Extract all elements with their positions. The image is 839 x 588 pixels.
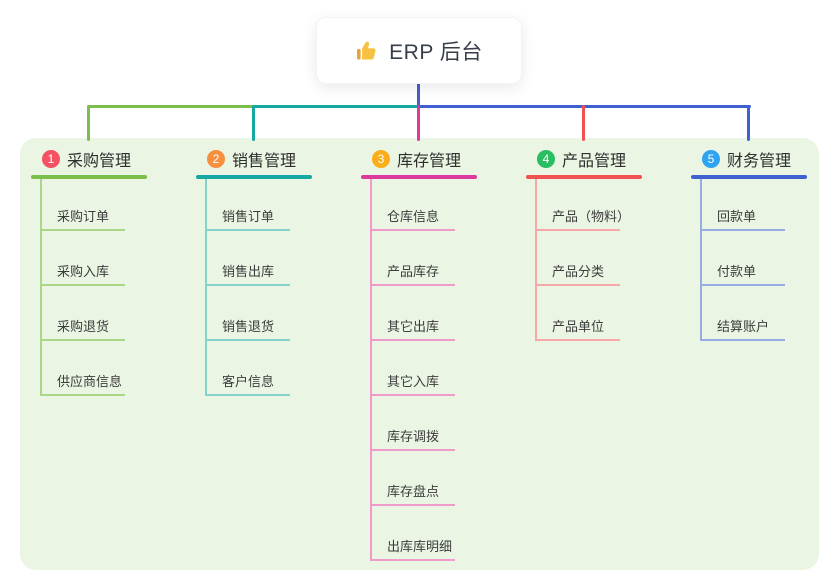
branch-number-badge: 3 (372, 150, 390, 168)
node-underline (370, 559, 455, 561)
node-underline (205, 339, 290, 341)
node-underline (40, 229, 125, 231)
node-underline (205, 284, 290, 286)
connector-drop-purchase (87, 105, 90, 141)
branch-title: 财务管理 (727, 153, 792, 170)
node-underline (40, 394, 125, 396)
root-node-title: ERP 后台 (389, 40, 483, 64)
branch-tree-line (40, 179, 42, 396)
node-underline (370, 284, 455, 286)
node-settlement-account[interactable]: 结算账户 (700, 313, 785, 341)
connector-drop-finance (747, 105, 750, 141)
node-product-unit[interactable]: 产品单位 (535, 313, 620, 341)
connector-drop-product (582, 105, 585, 141)
branch-sales-node[interactable]: 2 销售管理 (196, 145, 296, 173)
node-underline (700, 284, 785, 286)
node-sales-return[interactable]: 销售退货 (205, 313, 290, 341)
node-stock-taking[interactable]: 库存盘点 (370, 478, 455, 506)
branch-purchase-node[interactable]: 1 采购管理 (31, 145, 131, 173)
node-underline (535, 229, 620, 231)
node-underline (370, 449, 455, 451)
node-stock-transfer[interactable]: 库存调拨 (370, 423, 455, 451)
node-underline (370, 394, 455, 396)
branch-underline (526, 175, 642, 179)
branch-number-badge: 2 (207, 150, 225, 168)
node-product-category[interactable]: 产品分类 (535, 258, 620, 286)
node-underline (40, 339, 125, 341)
node-product-material[interactable]: 产品（物料） (535, 203, 630, 231)
branch-tree-line (205, 179, 207, 396)
node-underline (535, 339, 620, 341)
node-underline (370, 339, 455, 341)
node-underline (370, 504, 455, 506)
branch-title: 销售管理 (232, 153, 297, 170)
root-connector-line (417, 83, 420, 106)
node-underline (700, 229, 785, 231)
node-underline (700, 339, 785, 341)
branch-title: 产品管理 (562, 153, 627, 170)
branch-tree-line (370, 179, 372, 561)
branch-finance-node[interactable]: 5 财务管理 (691, 145, 791, 173)
branch-number-badge: 1 (42, 150, 60, 168)
branch-title: 库存管理 (397, 153, 462, 170)
branch-number-badge: 4 (537, 150, 555, 168)
root-node-erp[interactable]: ERP 后台 (316, 17, 522, 84)
branch-inventory-node[interactable]: 3 库存管理 (361, 145, 461, 173)
branch-tree-line (700, 179, 702, 341)
node-purchase-order[interactable]: 采购订单 (40, 203, 125, 231)
node-payment-order[interactable]: 付款单 (700, 258, 785, 286)
node-outbound-detail[interactable]: 出库库明细 (370, 533, 455, 561)
node-sales-outbound[interactable]: 销售出库 (205, 258, 290, 286)
node-underline (40, 284, 125, 286)
node-underline (370, 229, 455, 231)
branch-underline (361, 175, 477, 179)
node-underline (205, 229, 290, 231)
node-receipt-order[interactable]: 回款单 (700, 203, 785, 231)
branch-underline (196, 175, 312, 179)
connector-drop-inventory (417, 105, 420, 141)
connector-segment-purchase (88, 105, 254, 108)
node-underline (205, 394, 290, 396)
branch-underline (691, 175, 807, 179)
connector-drop-sales (252, 105, 255, 141)
branch-tree-line (535, 179, 537, 341)
node-customer-info[interactable]: 客户信息 (205, 368, 290, 396)
branch-number-badge: 5 (702, 150, 720, 168)
connector-segment-sales (253, 105, 419, 108)
node-sales-order[interactable]: 销售订单 (205, 203, 290, 231)
branch-product-node[interactable]: 4 产品管理 (526, 145, 626, 173)
node-warehouse-info[interactable]: 仓库信息 (370, 203, 455, 231)
thumbs-up-icon (355, 39, 379, 63)
branch-title: 采购管理 (67, 153, 132, 170)
branch-underline (31, 175, 147, 179)
node-supplier-info[interactable]: 供应商信息 (40, 368, 125, 396)
node-purchase-return[interactable]: 采购退货 (40, 313, 125, 341)
node-product-stock[interactable]: 产品库存 (370, 258, 455, 286)
branches-background-panel (20, 138, 819, 570)
node-other-outbound[interactable]: 其它出库 (370, 313, 455, 341)
node-underline (535, 284, 620, 286)
node-purchase-inbound[interactable]: 采购入库 (40, 258, 125, 286)
node-other-inbound[interactable]: 其它入库 (370, 368, 455, 396)
